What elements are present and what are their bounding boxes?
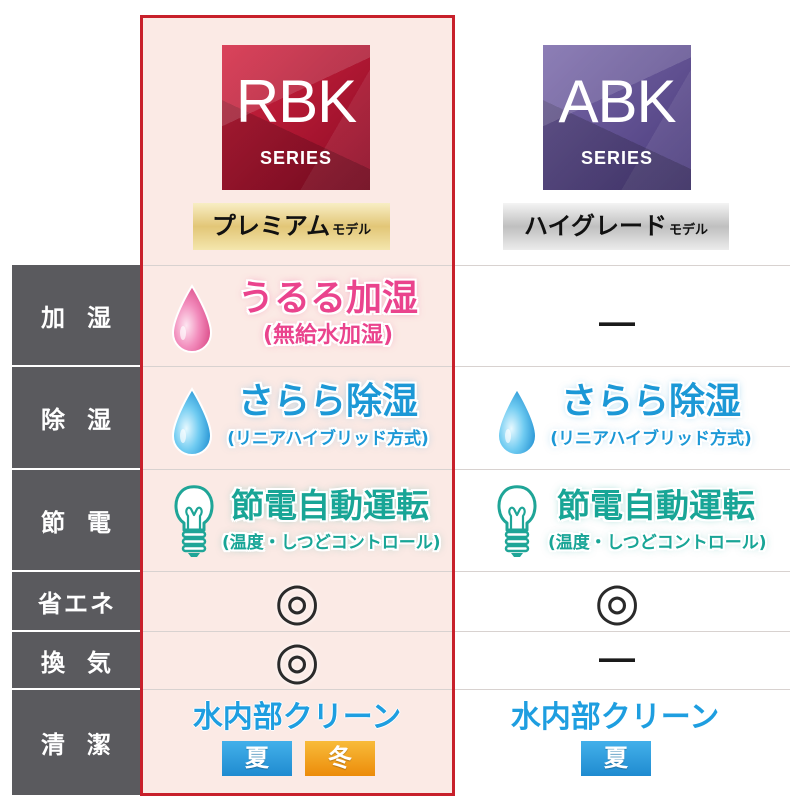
abk-logo-text: ABK: [558, 68, 676, 135]
row-label-cleanliness: 清潔: [12, 690, 140, 795]
rbk-model-badge: プレミアムモデル: [193, 203, 390, 250]
row-label-text: 節電: [41, 508, 133, 537]
row-label-text: 換気: [41, 648, 133, 677]
pink-water-drop-icon: [171, 284, 213, 353]
row-label-text: 除湿: [41, 406, 133, 434]
row-label-power-saving: 節電: [12, 470, 140, 570]
rbk-energy-saving-mark: ◎: [274, 572, 320, 632]
abk-model-suffix: モデル: [669, 223, 709, 238]
rbk-dehumidify-subtitle: (リニアハイブリッド方式): [227, 429, 429, 449]
abk-ventilation-not-available: —: [599, 637, 635, 678]
rbk-power-saving-subtitle: (温度・しつどコントロール): [222, 533, 441, 553]
blue-water-drop-icon: [496, 387, 538, 456]
rbk-ventilation-mark: ◎: [274, 631, 320, 691]
abk-model-name: ハイグレード: [523, 212, 668, 240]
rbk-humidify-title: うるる加湿: [237, 278, 418, 319]
abk-clean-title: 水内部クリーン: [510, 700, 720, 735]
row-divider: [140, 265, 790, 266]
row-label-ventilation: 換気: [12, 632, 140, 688]
rbk-column-highlight-border: [140, 15, 455, 796]
abk-logo-series-text: SERIES: [580, 148, 654, 168]
row-label-text: 省エネ: [38, 589, 116, 618]
light-bulb-icon: [497, 485, 537, 557]
blue-water-drop-icon: [171, 387, 213, 456]
row-divider: [140, 689, 790, 690]
rbk-logo-series-text: SERIES: [259, 148, 333, 168]
rbk-dehumidify-title: さらら除湿: [237, 381, 418, 422]
abk-energy-saving-mark: ◎: [594, 572, 640, 632]
row-label-dehumidify: 除湿: [12, 367, 140, 468]
row-divider: [140, 631, 790, 632]
abk-power-saving-subtitle: (温度・しつどコントロール): [548, 533, 767, 553]
rbk-humidify-subtitle: (無給水加湿): [262, 323, 394, 348]
abk-humidify-not-available: —: [599, 301, 635, 342]
rbk-winter-badge: 冬: [305, 741, 375, 776]
rbk-power-saving-title: 節電自動運転: [231, 486, 429, 525]
row-divider: [140, 469, 790, 470]
row-label-energy-saving: 省エネ: [12, 572, 140, 630]
abk-model-badge: ハイグレードモデル: [503, 203, 729, 250]
rbk-series-logo: RBK SERIES: [222, 45, 370, 190]
rbk-model-suffix: モデル: [332, 223, 372, 238]
row-label-text: 加湿: [41, 303, 133, 332]
row-label-humidify: 加湿: [12, 265, 140, 365]
abk-series-logo: ABK SERIES: [543, 45, 691, 190]
row-divider: [140, 571, 790, 572]
abk-power-saving-title: 節電自動運転: [557, 486, 755, 525]
rbk-clean-title: 水内部クリーン: [192, 700, 402, 735]
abk-dehumidify-title: さらら除湿: [560, 381, 741, 422]
light-bulb-icon: [174, 485, 214, 557]
row-label-text: 清潔: [41, 731, 133, 759]
abk-dehumidify-subtitle: (リニアハイブリッド方式): [550, 429, 752, 449]
rbk-logo-text: RBK: [235, 68, 357, 135]
rbk-model-name: プレミアム: [211, 212, 331, 240]
abk-summer-badge: 夏: [581, 741, 651, 776]
row-divider: [140, 366, 790, 367]
rbk-summer-badge: 夏: [222, 741, 292, 776]
